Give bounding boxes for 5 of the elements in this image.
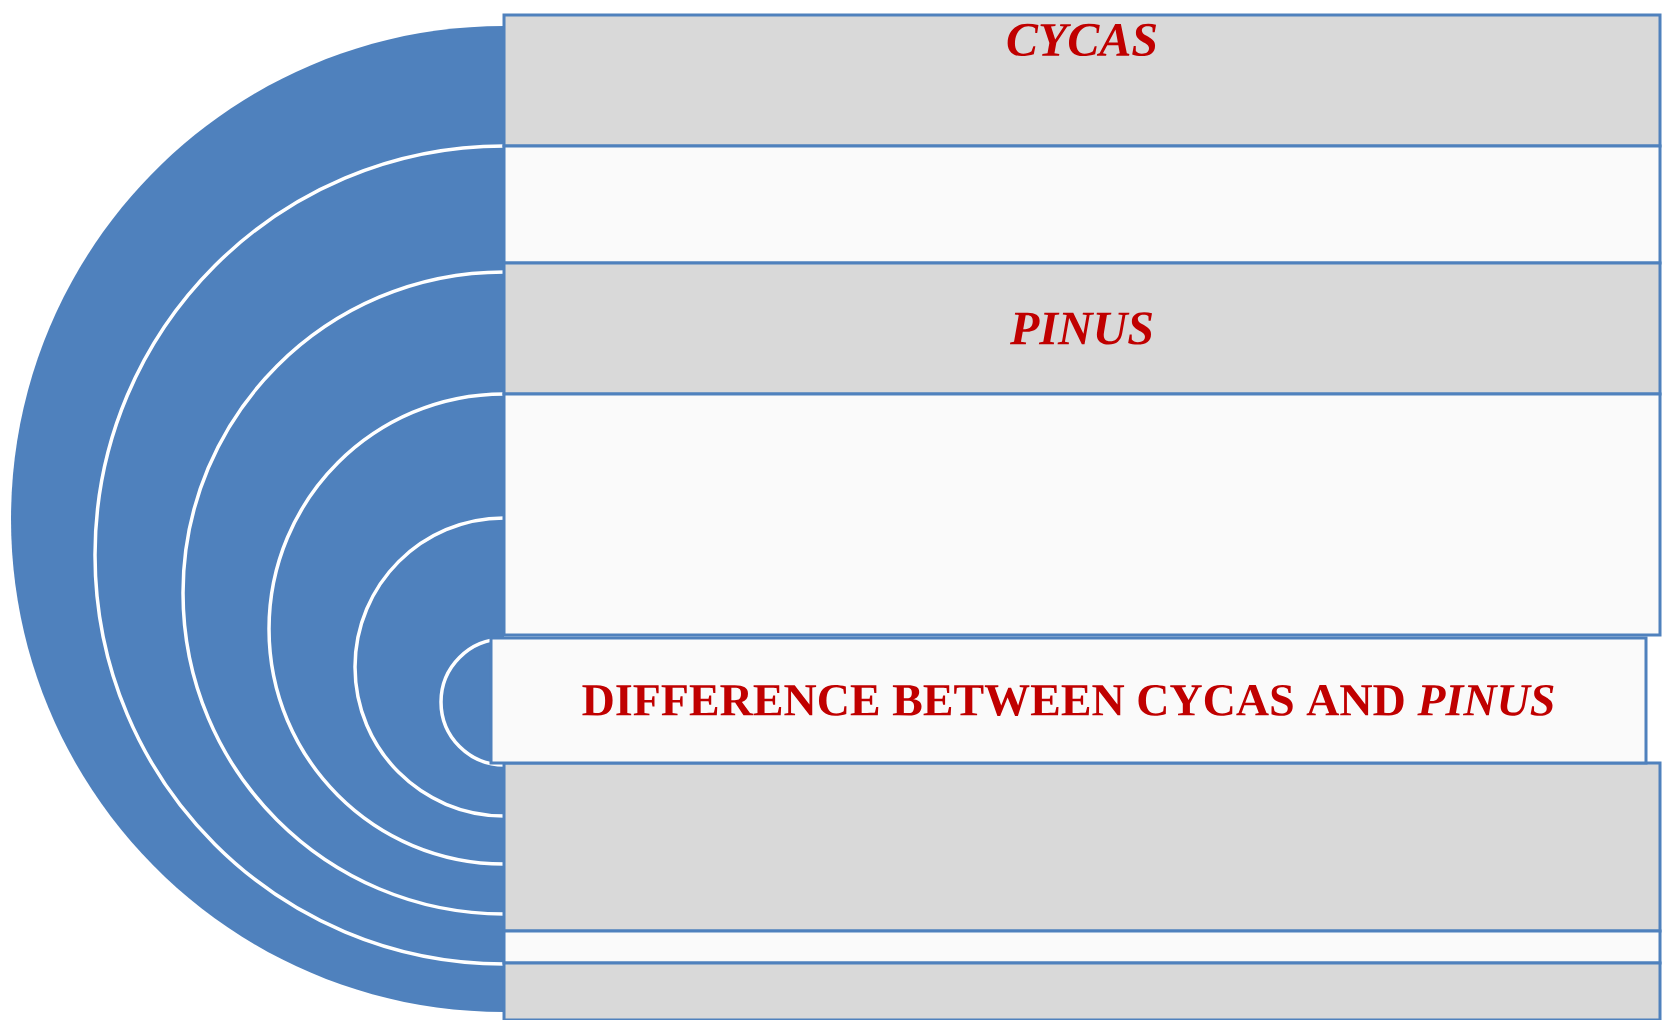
band [502, 961, 1662, 1020]
title-box: DIFFERENCE BETWEEN CYCAS AND PINUS [489, 636, 1648, 765]
band [502, 392, 1662, 637]
band: CYCAS [502, 13, 1662, 148]
band: PINUS [502, 261, 1662, 396]
